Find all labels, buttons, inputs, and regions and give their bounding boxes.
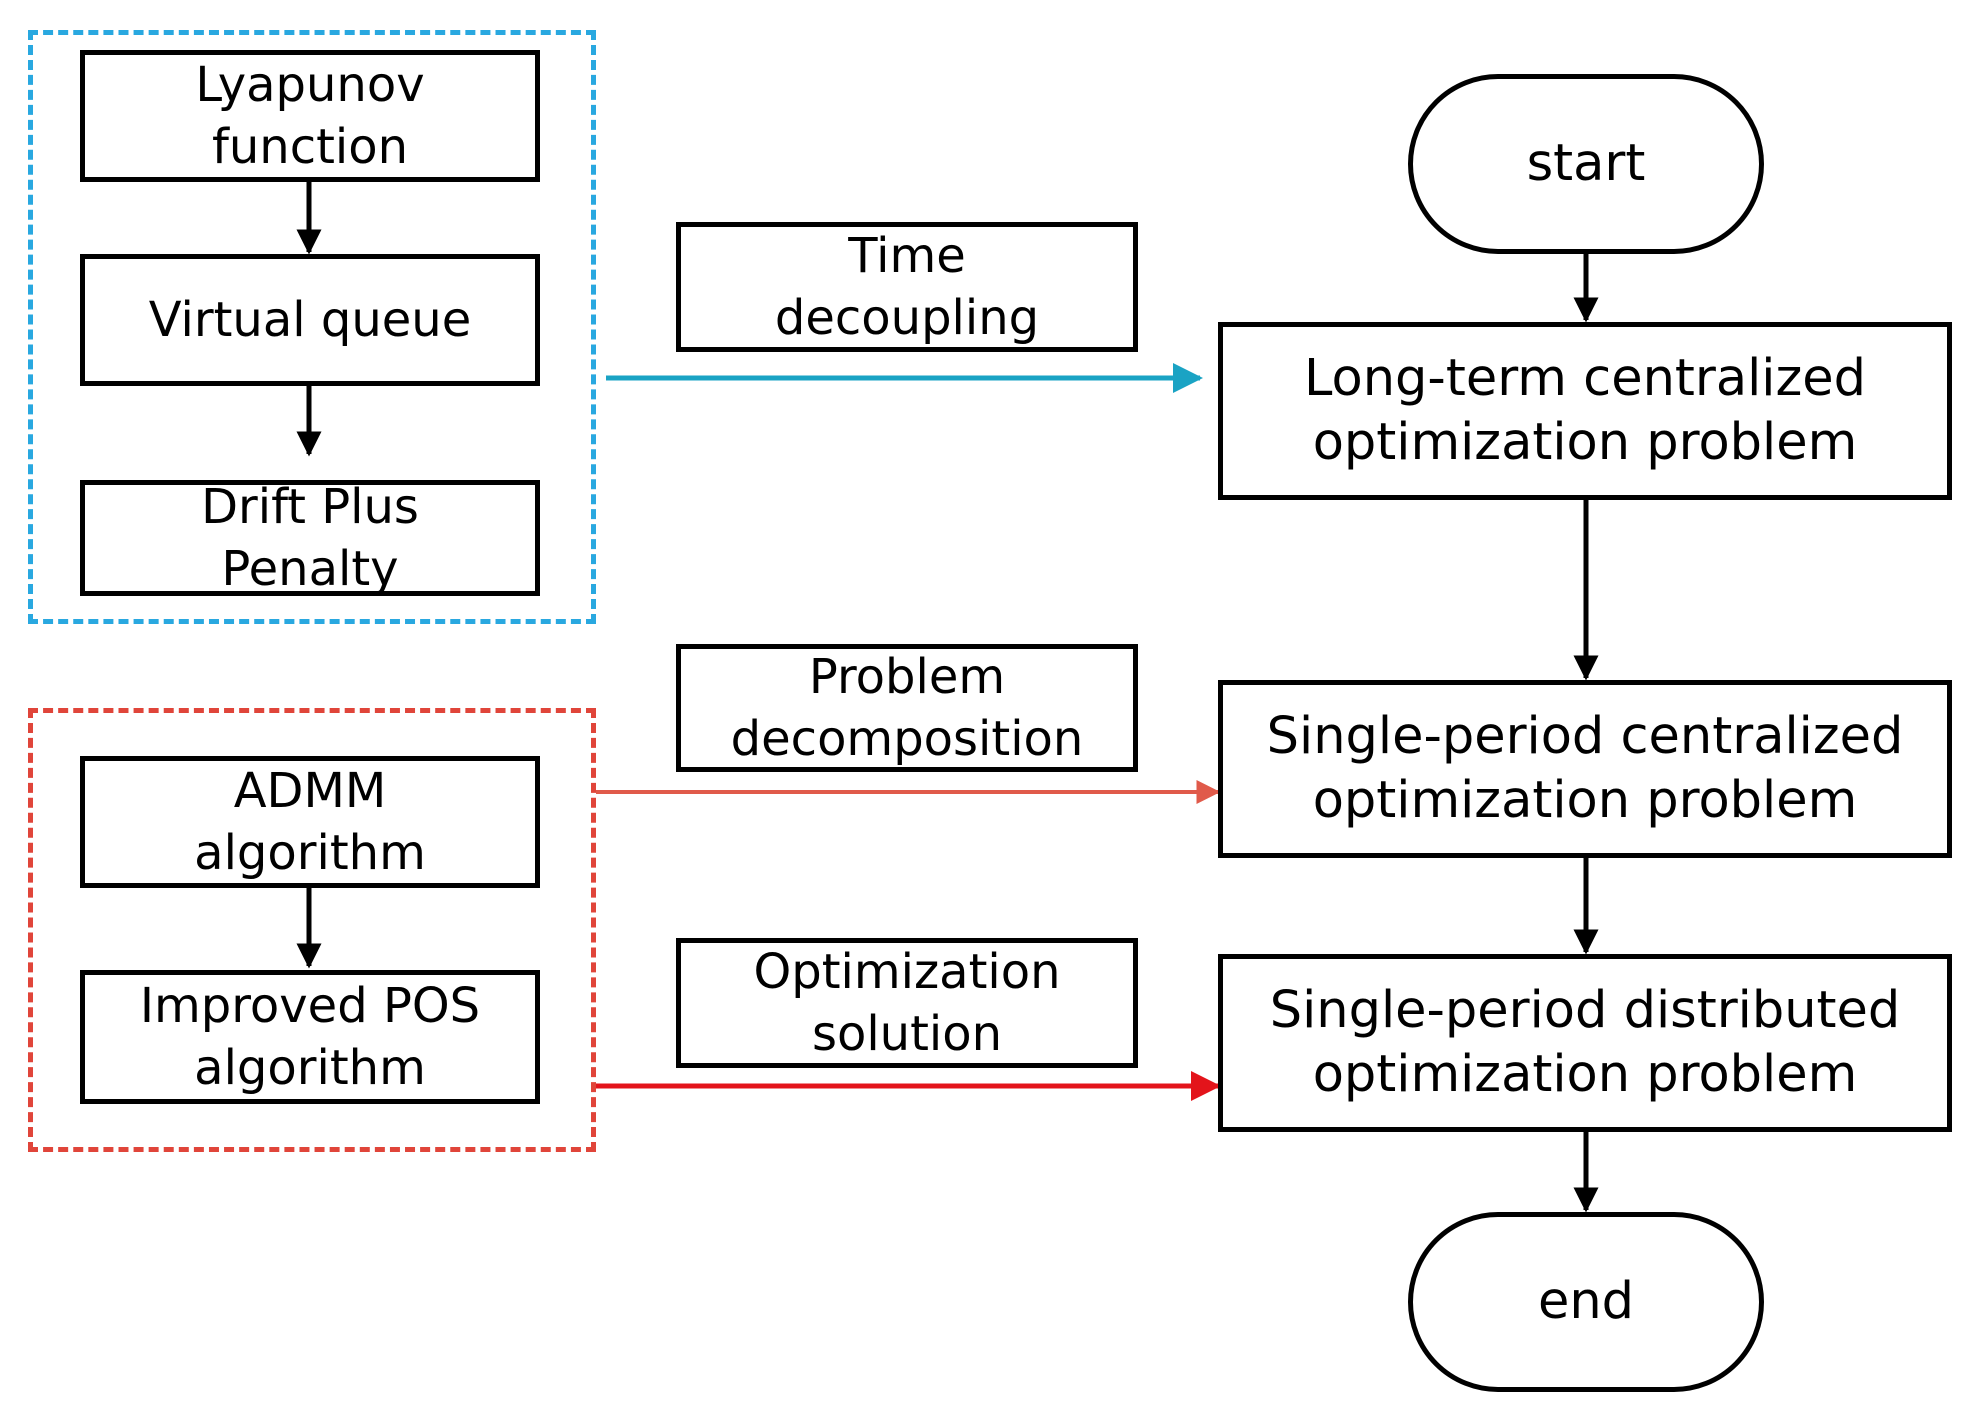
long-term-centralized-problem-box: Long-term centralized optimization probl… <box>1218 322 1952 500</box>
admm-algorithm-box: ADMM algorithm <box>80 756 540 888</box>
end-terminator: end <box>1408 1212 1764 1392</box>
admm-line-1: ADMM <box>233 763 387 819</box>
pos-line-2: algorithm <box>194 1040 426 1096</box>
optimization-solution-label-box: Optimization solution <box>676 938 1138 1068</box>
time-decoupling-line-1: Time <box>848 228 966 284</box>
virtual-queue-box: Virtual queue <box>80 254 540 386</box>
single-period-distributed-problem-box: Single-period distributed optimization p… <box>1218 954 1952 1132</box>
optimization-solution-line-2: solution <box>811 1006 1003 1062</box>
virtual-queue-label: Virtual queue <box>148 292 472 348</box>
time-decoupling-line-2: decoupling <box>774 290 1040 346</box>
long-term-line-1: Long-term centralized <box>1304 349 1866 408</box>
group-solution-methods <box>28 708 596 1152</box>
pos-line-1: Improved POS <box>139 978 481 1034</box>
lyapunov-line-1: Lyapunov <box>195 57 425 113</box>
drift-line-1: Drift Plus <box>201 479 419 535</box>
start-terminator: start <box>1408 74 1764 254</box>
single-distributed-line-2: optimization problem <box>1312 1045 1858 1104</box>
start-label: start <box>1526 134 1646 193</box>
group-time-decoupling-methods <box>28 30 596 624</box>
single-centralized-line-1: Single-period centralized <box>1266 707 1904 766</box>
problem-decomposition-label-box: Problem decomposition <box>676 644 1138 772</box>
single-period-centralized-problem-box: Single-period centralized optimization p… <box>1218 680 1952 858</box>
single-distributed-line-1: Single-period distributed <box>1269 981 1901 1040</box>
time-decoupling-label-box: Time decoupling <box>676 222 1138 352</box>
drift-plus-penalty-box: Drift Plus Penalty <box>80 479 540 597</box>
lyapunov-line-2: function <box>211 119 409 175</box>
improved-pos-algorithm-box: Improved POS algorithm <box>80 970 540 1104</box>
problem-decomposition-line-1: Problem <box>808 649 1006 705</box>
problem-decomposition-line-2: decomposition <box>730 711 1084 767</box>
admm-line-2: algorithm <box>194 825 426 881</box>
lyapunov-function-box: Lyapunov function <box>80 50 540 182</box>
long-term-line-2: optimization problem <box>1312 413 1858 472</box>
optimization-solution-line-1: Optimization <box>753 944 1061 1000</box>
end-label: end <box>1537 1272 1635 1331</box>
drift-line-2: Penalty <box>221 541 399 597</box>
single-centralized-line-2: optimization problem <box>1312 771 1858 830</box>
